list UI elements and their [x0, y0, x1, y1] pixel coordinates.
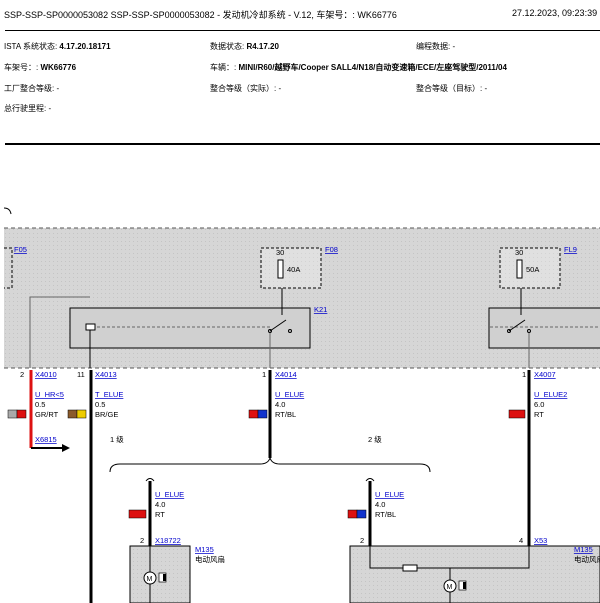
wire-u-elue-main-swatch-1: [248, 409, 259, 419]
programming-data: 编程数据: -: [416, 42, 456, 51]
connector-x18722[interactable]: X18722: [155, 536, 181, 545]
pin-x53: 4: [519, 536, 523, 545]
relay-k21-label[interactable]: K21: [314, 305, 327, 314]
fuse-fl9-number: 30: [515, 248, 523, 257]
pin-x4010: 2: [20, 370, 24, 379]
document-title: SSP-SSP-SP0000053082 SSP-SSP-SP000005308…: [4, 10, 397, 20]
wire-u-elue-rtbl-color: RT/BL: [375, 510, 396, 519]
wire-u-hr-color: GR/RT: [35, 410, 59, 419]
target-integration-level: 整合等级（目标）: -: [416, 84, 488, 93]
pin-x4007: 1: [522, 370, 526, 379]
pin-x4013: 11: [77, 370, 85, 379]
fan-motor-right: [349, 545, 600, 603]
wire-u-elue-rtbl-name[interactable]: U_ELUE: [375, 490, 404, 499]
wire-u-hr-size: 0.5: [35, 400, 45, 409]
stage-brace: [109, 456, 431, 473]
svg-text:M: M: [147, 576, 153, 583]
wire-t-elue-size: 0.5: [95, 400, 105, 409]
wire-u-hr-swatch-1: [7, 409, 18, 419]
title-divider: [5, 30, 600, 31]
connector-x6815[interactable]: X6815: [35, 435, 57, 444]
wire-u-elue-rt-color: RT: [155, 510, 165, 519]
arc-mark: [3, 207, 12, 215]
pin-right-fan: 2: [360, 536, 364, 545]
motor-icon-right: [443, 579, 457, 593]
wire-u-elue2-name[interactable]: U_ELUE2: [534, 390, 567, 399]
component-m135-left[interactable]: M135: [195, 545, 214, 554]
wire-u-elue-rtbl-swatch-2: [356, 509, 367, 519]
fuse-fl9-rating: 50A: [526, 265, 539, 274]
ista-status: ISTA 系统状态: 4.17.20.18171: [4, 42, 111, 51]
fuse-f08: [260, 247, 322, 289]
wire-t-elue-name[interactable]: T_ELUE: [95, 390, 123, 399]
wire-u-elue-main-size: 4.0: [275, 400, 285, 409]
wire-u-elue-main-swatch-2: [257, 409, 268, 419]
fuse-f08-rating: 40A: [287, 265, 300, 274]
title-bar: SSP-SSP-SP0000053082 SSP-SSP-SP000005308…: [0, 0, 600, 30]
wire-t-elue-swatch-2: [76, 409, 87, 419]
timestamp: 27.12.2023, 09:23:39: [512, 8, 598, 18]
pin-x4014: 1: [262, 370, 266, 379]
wire-u-elue-rt-size: 4.0: [155, 500, 165, 509]
fuse-f05-label[interactable]: F05: [14, 245, 27, 254]
svg-text:M: M: [447, 584, 453, 591]
wire-u-elue2-size: 6.0: [534, 400, 544, 409]
arrow-icon: [62, 444, 70, 452]
component-m135-left-desc: 电动风扇: [195, 554, 225, 564]
fuse-fl9-symbol: [516, 259, 523, 279]
wire-u-elue-main-name[interactable]: U_ELUE: [275, 390, 304, 399]
vehicle: 车辆：: MINI/R60/越野车/Cooper SALL4/N18/自动变速箱…: [210, 63, 507, 72]
vin: 车架号：: WK66776: [4, 63, 77, 72]
data-status: 数据状态: R4.17.20: [210, 42, 279, 51]
pin-x18722: 2: [140, 536, 144, 545]
relay-k21: [69, 307, 311, 349]
connector-x4007[interactable]: X4007: [534, 370, 556, 379]
wire-t-elue-swatch-1: [67, 409, 78, 419]
fuse-f05: [4, 247, 13, 289]
stage-2-label: 2 级: [368, 434, 382, 444]
wire-u-elue-main-color: RT/BL: [275, 410, 296, 419]
fuse-fl9: [499, 247, 561, 289]
factory-integration-level: 工厂整合等级: -: [4, 84, 60, 93]
connector-x4014[interactable]: X4014: [275, 370, 297, 379]
connector-x53[interactable]: X53: [534, 536, 547, 545]
relay-right: [488, 307, 600, 349]
stage-1-label: 1 级: [110, 434, 124, 444]
fuse-f08-symbol: [277, 259, 284, 279]
wire-u-elue-rt-swatch: [128, 509, 147, 519]
header-divider: [5, 143, 600, 145]
connector-x4013[interactable]: X4013: [95, 370, 117, 379]
fuse-f08-number: 30: [276, 248, 284, 257]
wire-u-elue-rtbl-size: 4.0: [375, 500, 385, 509]
wire-u-elue-rtbl-swatch-1: [347, 509, 358, 519]
wire-u-hr-swatch-2: [16, 409, 27, 419]
wire-t-elue-color: BR/GE: [95, 410, 118, 419]
motor-icon: [143, 571, 157, 585]
wire-u-elue2-swatch: [508, 409, 526, 419]
fuse-f08-label[interactable]: F08: [325, 245, 338, 254]
mileage: 总行驶里程: -: [4, 104, 52, 113]
component-m135-right[interactable]: M135: [574, 545, 593, 554]
actual-integration-level: 整合等级（实际）: -: [210, 84, 282, 93]
connector-x4010[interactable]: X4010: [35, 370, 57, 379]
component-m135-right-desc: 电动风扇: [574, 554, 600, 564]
wire-u-hr-name[interactable]: U_HR<5: [35, 390, 64, 399]
fuse-fl9-label[interactable]: FL9: [564, 245, 577, 254]
relay-coil-icon: [85, 323, 96, 331]
wire-u-elue2-color: RT: [534, 410, 544, 419]
resistor-icon: [402, 564, 418, 572]
wire-u-elue-rt-name[interactable]: U_ELUE: [155, 490, 184, 499]
